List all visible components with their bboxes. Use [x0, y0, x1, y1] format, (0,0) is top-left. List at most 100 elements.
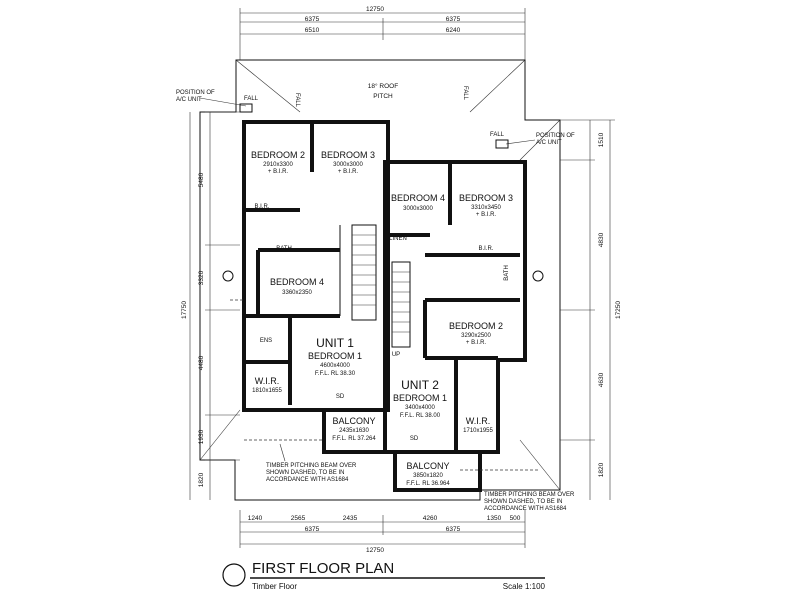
roof-outline: 18° ROOF PITCH FALL FALL FALL FALL	[199, 59, 561, 501]
dim-right-upper: 4830	[598, 232, 605, 247]
unit2-stairs	[392, 271, 410, 333]
u1-wir-name: W.I.R.	[255, 376, 280, 386]
pitching-beams	[230, 299, 540, 471]
roof-pitch-line1: 18° ROOF	[368, 82, 398, 90]
u1-bed2-extra: + B.I.R.	[268, 169, 289, 175]
u2-balcony-ffl: F.F.L. RL 36.964	[406, 481, 450, 487]
u1-bed3-name: BEDROOM 3	[321, 150, 375, 160]
u2-bed1-ffl: F.F.L. RL 38.00	[400, 413, 441, 419]
dim-bottom-left-half: 6375	[305, 526, 320, 533]
u2-bed4-name: BEDROOM 4	[391, 193, 445, 203]
unit1-walls	[242, 120, 390, 454]
u2-sd-label: SD	[410, 436, 419, 442]
ac-note-right-2: A/C UNIT	[536, 140, 562, 146]
u1-bed3-size: 3000x3000	[333, 162, 363, 168]
dim-left-upper: 5480	[198, 172, 205, 187]
dim-bottom-a: 1240	[248, 515, 263, 522]
u2-bed3-extra: + B.I.R.	[476, 212, 497, 218]
u1-unit-label: UNIT 1	[316, 336, 354, 350]
dim-left-bottom: 1820	[198, 472, 205, 487]
u1-ens-label: ENS	[260, 338, 272, 344]
u2-linen-label: LINEN	[389, 236, 407, 242]
beam-note-left-1: TIMBER PITCHING BEAM OVER	[266, 463, 357, 469]
u2-bed3-size: 3310x3450	[471, 205, 501, 211]
dim-right-top: 1510	[598, 132, 605, 147]
dim-bottom-b: 2565	[291, 515, 306, 522]
ac-notes: POSITION OF A/C UNIT POSITION OF A/C UNI…	[176, 90, 575, 149]
u1-bir-label: B.I.R.	[254, 204, 269, 210]
dim-top-sub-right: 6240	[446, 27, 461, 34]
plan-scale: Scale 1:100	[503, 582, 546, 591]
dim-left-total: 17750	[181, 301, 188, 319]
u1-bed1-size: 4600x4000	[320, 363, 350, 369]
u1-bath-label: BATH	[276, 246, 292, 252]
plan-subtitle: Timber Floor	[252, 582, 297, 591]
u1-bed1-name: BEDROOM 1	[308, 351, 362, 361]
dim-top-sub-left: 6510	[305, 27, 320, 34]
unit1-labels: BEDROOM 2 2910x3300 + B.I.R. BEDROOM 3 3…	[251, 150, 376, 442]
fall-arrow-left: FALL	[294, 93, 300, 108]
dim-right-total: 17250	[615, 301, 622, 319]
u2-bed1-size: 3400x4000	[405, 405, 435, 411]
dim-right-lower: 4630	[598, 372, 605, 387]
u2-bed2-name: BEDROOM 2	[449, 321, 503, 331]
right-dimensions: 1510 4830 17250 4630 1820	[532, 119, 622, 500]
u2-balcony-size: 3850x1820	[413, 473, 443, 479]
u1-balcony-size: 2435x1630	[339, 428, 369, 434]
roof-pitch-line2: PITCH	[373, 93, 393, 100]
dim-top-right: 6375	[446, 16, 461, 23]
u2-bed2-extra: + B.I.R.	[466, 340, 487, 346]
beam-note-right-3: ACCORDANCE WITH AS1684	[484, 506, 567, 512]
dim-top-left: 6375	[305, 16, 320, 23]
dim-left-lower: 4480	[198, 355, 205, 370]
u2-bed3-name: BEDROOM 3	[459, 193, 513, 203]
dim-bottom-total: 12750	[366, 547, 384, 554]
bottom-dimensions: 1240 2565 2435 4260 1350 500 6375 6375 1…	[239, 510, 526, 554]
u1-wir-size: 1810x1655	[252, 388, 282, 394]
u2-balcony-name: BALCONY	[406, 461, 449, 471]
u2-bed4-size: 3000x3000	[403, 206, 433, 212]
unit2-labels: BEDROOM 4 3000x3000 BEDROOM 3 3310x3450 …	[389, 193, 513, 487]
fall-label-right: FALL	[490, 132, 505, 138]
plan-title: FIRST FLOOR PLAN	[252, 560, 394, 577]
dim-bottom-d: 4260	[423, 515, 438, 522]
u2-bir-label: B.I.R.	[478, 246, 493, 252]
u2-bath-label: BATH	[504, 265, 510, 281]
unit1-stairs	[352, 234, 376, 306]
left-dimensions: 5480 3320 17750 4480 1930 1820	[181, 111, 240, 500]
fall-arrow-right: FALL	[462, 86, 468, 101]
u2-up-label: UP	[392, 352, 400, 358]
dim-bottom-f: 500	[510, 515, 521, 522]
beam-note-left-2: SHOWN DASHED, TO BE IN	[266, 470, 344, 476]
u2-bed2-size: 3290x2500	[461, 333, 491, 339]
dim-left-mid: 3320	[198, 270, 205, 285]
u1-bed4-size: 3360x2350	[282, 290, 312, 296]
u1-balcony-ffl: F.F.L. RL 37.264	[332, 436, 376, 442]
beam-notes: TIMBER PITCHING BEAM OVER SHOWN DASHED, …	[266, 443, 575, 512]
dim-bottom-right-half: 6375	[446, 526, 461, 533]
title-block: FIRST FLOOR PLAN Timber Floor Scale 1:10…	[222, 560, 546, 591]
dim-right-bottom: 1820	[598, 462, 605, 477]
ac-note-left-1: POSITION OF	[176, 90, 215, 96]
u1-bed2-name: BEDROOM 2	[251, 150, 305, 160]
ac-note-left-2: A/C UNIT	[176, 97, 202, 103]
beam-note-right-1: TIMBER PITCHING BEAM OVER	[484, 492, 575, 498]
u2-unit-label: UNIT 2	[401, 378, 439, 392]
dim-top-total: 12750	[366, 6, 384, 13]
dim-left-balcony: 1930	[198, 429, 205, 444]
beam-note-right-2: SHOWN DASHED, TO BE IN	[484, 499, 562, 505]
top-dimensions: 12750 6375 6375 6510 6240	[239, 6, 526, 60]
dim-bottom-c: 2435	[343, 515, 358, 522]
fall-label-left: FALL	[244, 96, 259, 102]
u1-balcony-name: BALCONY	[332, 416, 375, 426]
unit2-walls	[383, 160, 527, 492]
u2-bed1-name: BEDROOM 1	[393, 393, 447, 403]
u2-wir-size: 1710x1955	[463, 428, 493, 434]
u1-sd-label: SD	[336, 394, 345, 400]
u1-bed3-extra: + B.I.R.	[338, 169, 359, 175]
u1-bed1-ffl: F.F.L. RL 38.30	[315, 371, 356, 377]
u2-wir-name: W.I.R.	[466, 416, 491, 426]
u1-bed4-name: BEDROOM 4	[270, 277, 324, 287]
beam-note-left-3: ACCORDANCE WITH AS1684	[266, 477, 349, 483]
